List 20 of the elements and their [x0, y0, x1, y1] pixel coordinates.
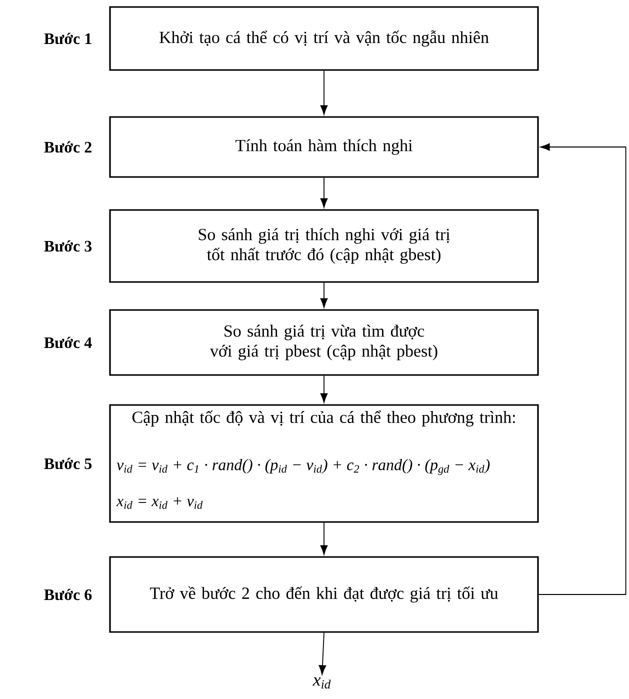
- arrow: [320, 522, 328, 555]
- step-label: Bước 1: [44, 32, 92, 44]
- process-box: Trở về bước 2 cho đến khi đạt được giá trị tối ưu: [109, 556, 539, 633]
- arrow: [320, 282, 328, 308]
- step-label: Bước 3: [44, 240, 92, 252]
- process-box: Tính toán hàm thích nghi: [109, 116, 539, 178]
- arrow: [320, 375, 328, 403]
- step-label: Bước 2: [44, 141, 92, 153]
- arrow: [538, 143, 626, 595]
- process-box: So sánh giá trị vừa tìm được với giá trị pbest (cập nhật pbest): [109, 309, 539, 376]
- step-label: Bước 4: [44, 336, 92, 348]
- process-box: Cập nhật tốc độ và vị trí của cá thể theo phương trình: v$_{id}$ = v$_{id}$ + c$_{1}$ · rand() · (p$_{id}$ − v$_{id}$) + c$_{2}$ · rand() · (p$_{gd}$ − x$_{id}$) x$_{id}$ = x$_{id}$ + v$_{id}$: [109, 404, 539, 523]
- arrow: [320, 70, 328, 115]
- arrow: [318, 632, 326, 675]
- process-box: So sánh giá trị thích nghi với giá trị tốt nhất trước đó (cập nhật gbest): [109, 209, 539, 283]
- arrow: [320, 177, 328, 208]
- process-box: Khởi tạo cá thể có vị trí và vận tốc ngẫu nhiên: [109, 6, 539, 71]
- step-label: Bước 6: [44, 588, 92, 600]
- step-label: Bước 5: [44, 458, 92, 470]
- output-label: x$_{id}$: [312, 677, 331, 689]
